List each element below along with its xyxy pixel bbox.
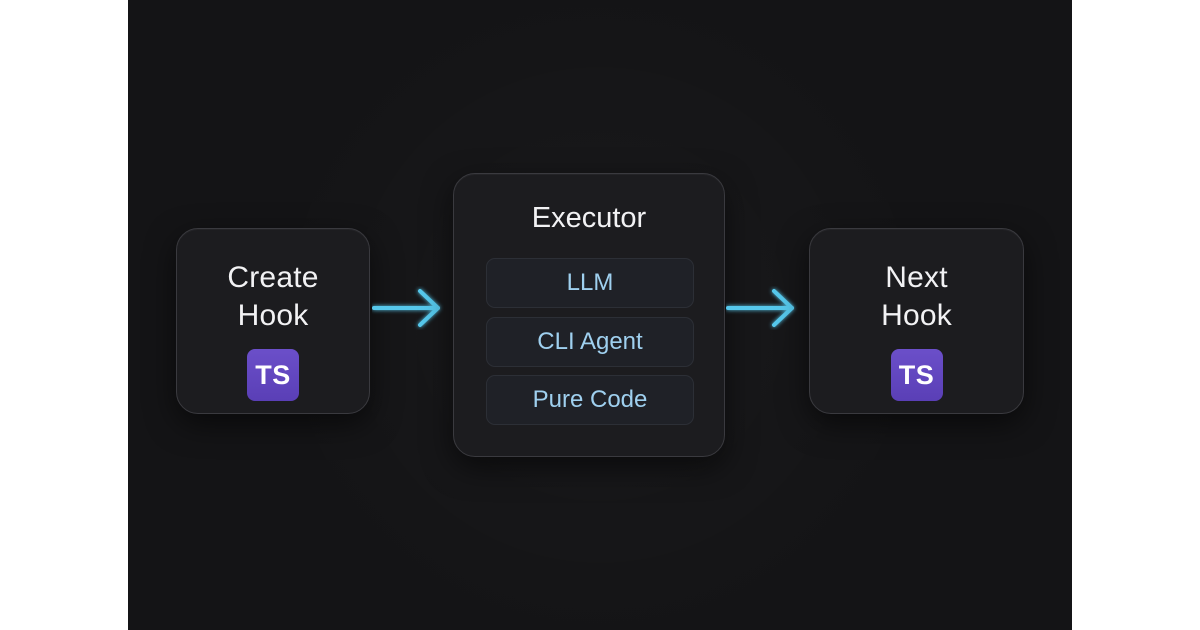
create-hook-title-line2: Hook [237, 299, 309, 332]
typescript-icon: TS [890, 349, 943, 401]
create-hook-title: Create Hook [227, 259, 318, 335]
executor-option-llm: LLM [486, 258, 694, 308]
executor-title: Executor [531, 202, 647, 234]
next-hook-title: Next Hook [881, 259, 952, 335]
arrow-right-icon [372, 289, 440, 327]
arrow-right-icon [726, 289, 794, 327]
executor-option-pure-code: Pure Code [486, 375, 694, 425]
typescript-icon: TS [247, 349, 299, 401]
next-hook-title-line2: Hook [881, 299, 952, 332]
next-hook-title-line1: Next [885, 261, 948, 294]
diagram-canvas: Create Hook TS Executor LLM CLI Agent Pu… [128, 0, 1072, 630]
executor-option-cli-agent: CLI Agent [486, 317, 694, 367]
executor-node: Executor LLM CLI Agent Pure Code [453, 173, 725, 457]
create-hook-node: Create Hook TS [176, 228, 370, 414]
create-hook-title-line1: Create [227, 261, 319, 294]
next-hook-node: Next Hook TS [809, 228, 1024, 414]
